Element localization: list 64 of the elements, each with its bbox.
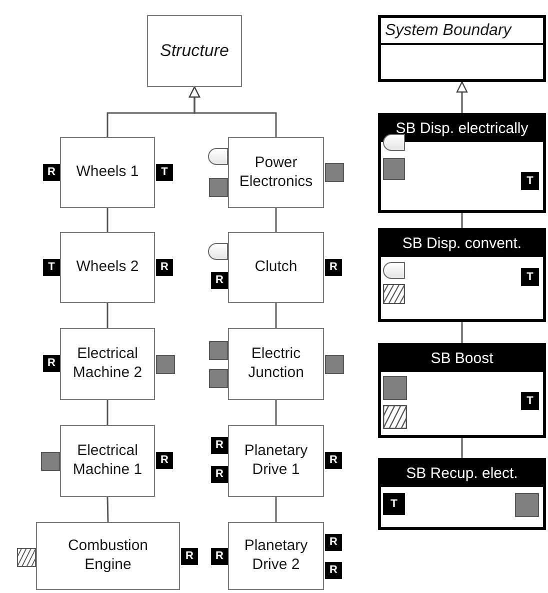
port-tag: T (43, 259, 60, 276)
block-box (147, 15, 242, 87)
block-label: Electrical Machine 2 (72, 345, 144, 383)
port-tag: R (156, 259, 173, 276)
block-label: Power Electronics (238, 154, 314, 192)
port-tag: T (521, 392, 539, 410)
connector-line (275, 303, 277, 328)
block-box (228, 232, 324, 303)
port-tag: R (211, 466, 228, 483)
block-box (36, 522, 180, 590)
boundary-header: SB Recup. elect. (381, 461, 543, 487)
block-label: Planetary Drive 1 (243, 442, 309, 480)
port-tag: R (43, 164, 60, 181)
connector-line (461, 438, 463, 458)
connector-line (106, 208, 108, 232)
boundary-header: SB Boost (381, 346, 543, 372)
port-tag: T (156, 164, 173, 181)
boundary-header: SB Disp. convent. (381, 231, 543, 257)
block-label: Electrical Machine 1 (72, 442, 144, 480)
block-box (60, 328, 155, 400)
connector-line (275, 208, 277, 232)
port-tag: R (181, 548, 198, 565)
port-tag: R (211, 272, 228, 289)
block-label: Wheels 2 (76, 258, 139, 277)
connector-line (106, 496, 109, 522)
port-tag: R (325, 452, 342, 469)
port-tag: R (211, 437, 228, 454)
block-label: Wheels 1 (76, 163, 139, 182)
port-tag: R (325, 534, 342, 551)
block-label: Clutch (254, 258, 298, 277)
port-tag: R (325, 259, 342, 276)
boundary-title: System Boundary (381, 18, 543, 45)
boundary-header: SB Disp. electrically (381, 116, 543, 142)
boundary-box (378, 228, 546, 322)
boundary-box (378, 15, 546, 82)
port-tag: R (211, 548, 228, 565)
block-label: Planetary Drive 2 (243, 537, 309, 575)
block-label: Combustion Engine (66, 537, 150, 575)
connector-line (106, 303, 108, 328)
connector-line (456, 81, 468, 113)
block-box (60, 425, 155, 497)
connector-line (461, 322, 463, 343)
connector-line (461, 213, 463, 228)
block-box (228, 328, 324, 400)
port-tag: R (325, 562, 342, 579)
block-box (228, 425, 324, 497)
port-tag: R (156, 452, 173, 469)
block-box (228, 522, 324, 590)
connector-line (188, 86, 277, 137)
connector-line (106, 400, 108, 425)
block-box (228, 137, 324, 208)
connector-line (275, 400, 277, 425)
port-tag: R (43, 355, 60, 372)
boundary-box (378, 113, 546, 213)
block-box (60, 232, 155, 303)
port-tag: T (521, 172, 539, 190)
boundary-box (378, 458, 546, 530)
port-tag: T (521, 268, 539, 286)
block-box (60, 137, 155, 208)
block-label: Electric Junction (247, 345, 305, 383)
connector-line (275, 497, 277, 522)
boundary-box (378, 343, 546, 438)
block-label: Structure (160, 40, 229, 62)
port-tag: T (383, 493, 405, 515)
